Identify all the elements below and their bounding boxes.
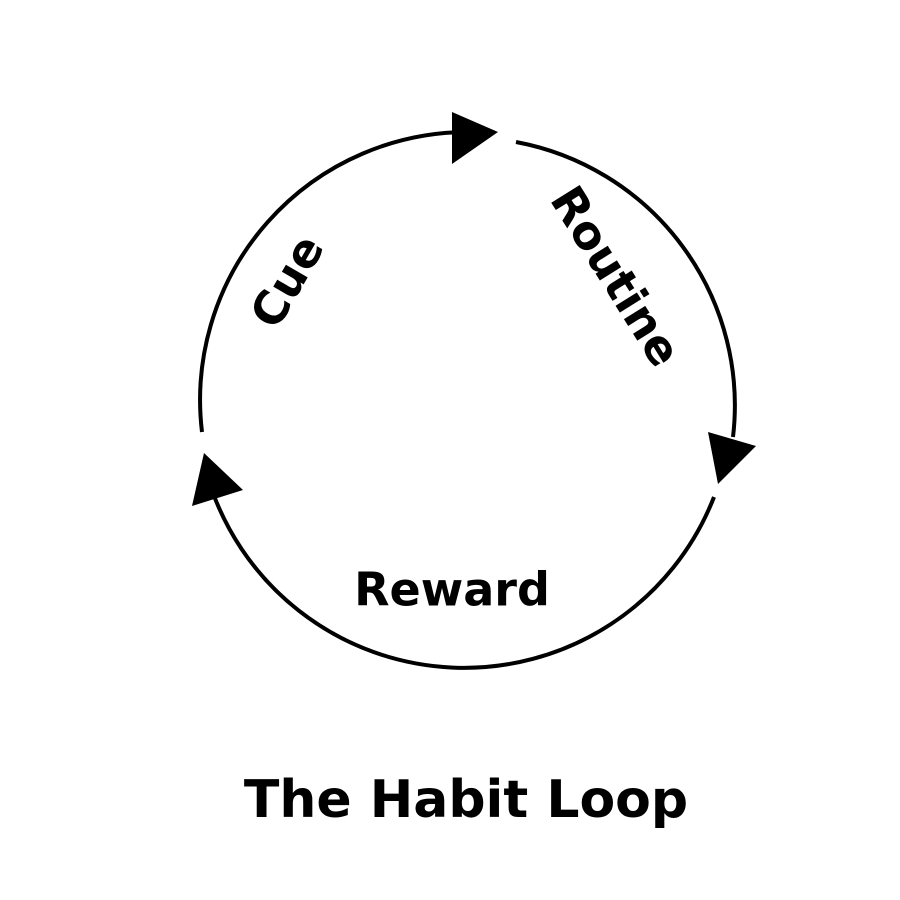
arrow-head-top-icon [452,112,498,164]
cue-to-routine-arc [198,130,469,433]
reward-to-cue-arc [205,474,716,670]
diagram-title: The Habit Loop [244,770,688,830]
arrow-head-left-icon [192,453,243,506]
routine-to-reward-arc [515,140,737,438]
reward-label: Reward [354,563,550,617]
routine-label: Routine [540,176,693,375]
arrow-head-right-icon [708,432,756,484]
